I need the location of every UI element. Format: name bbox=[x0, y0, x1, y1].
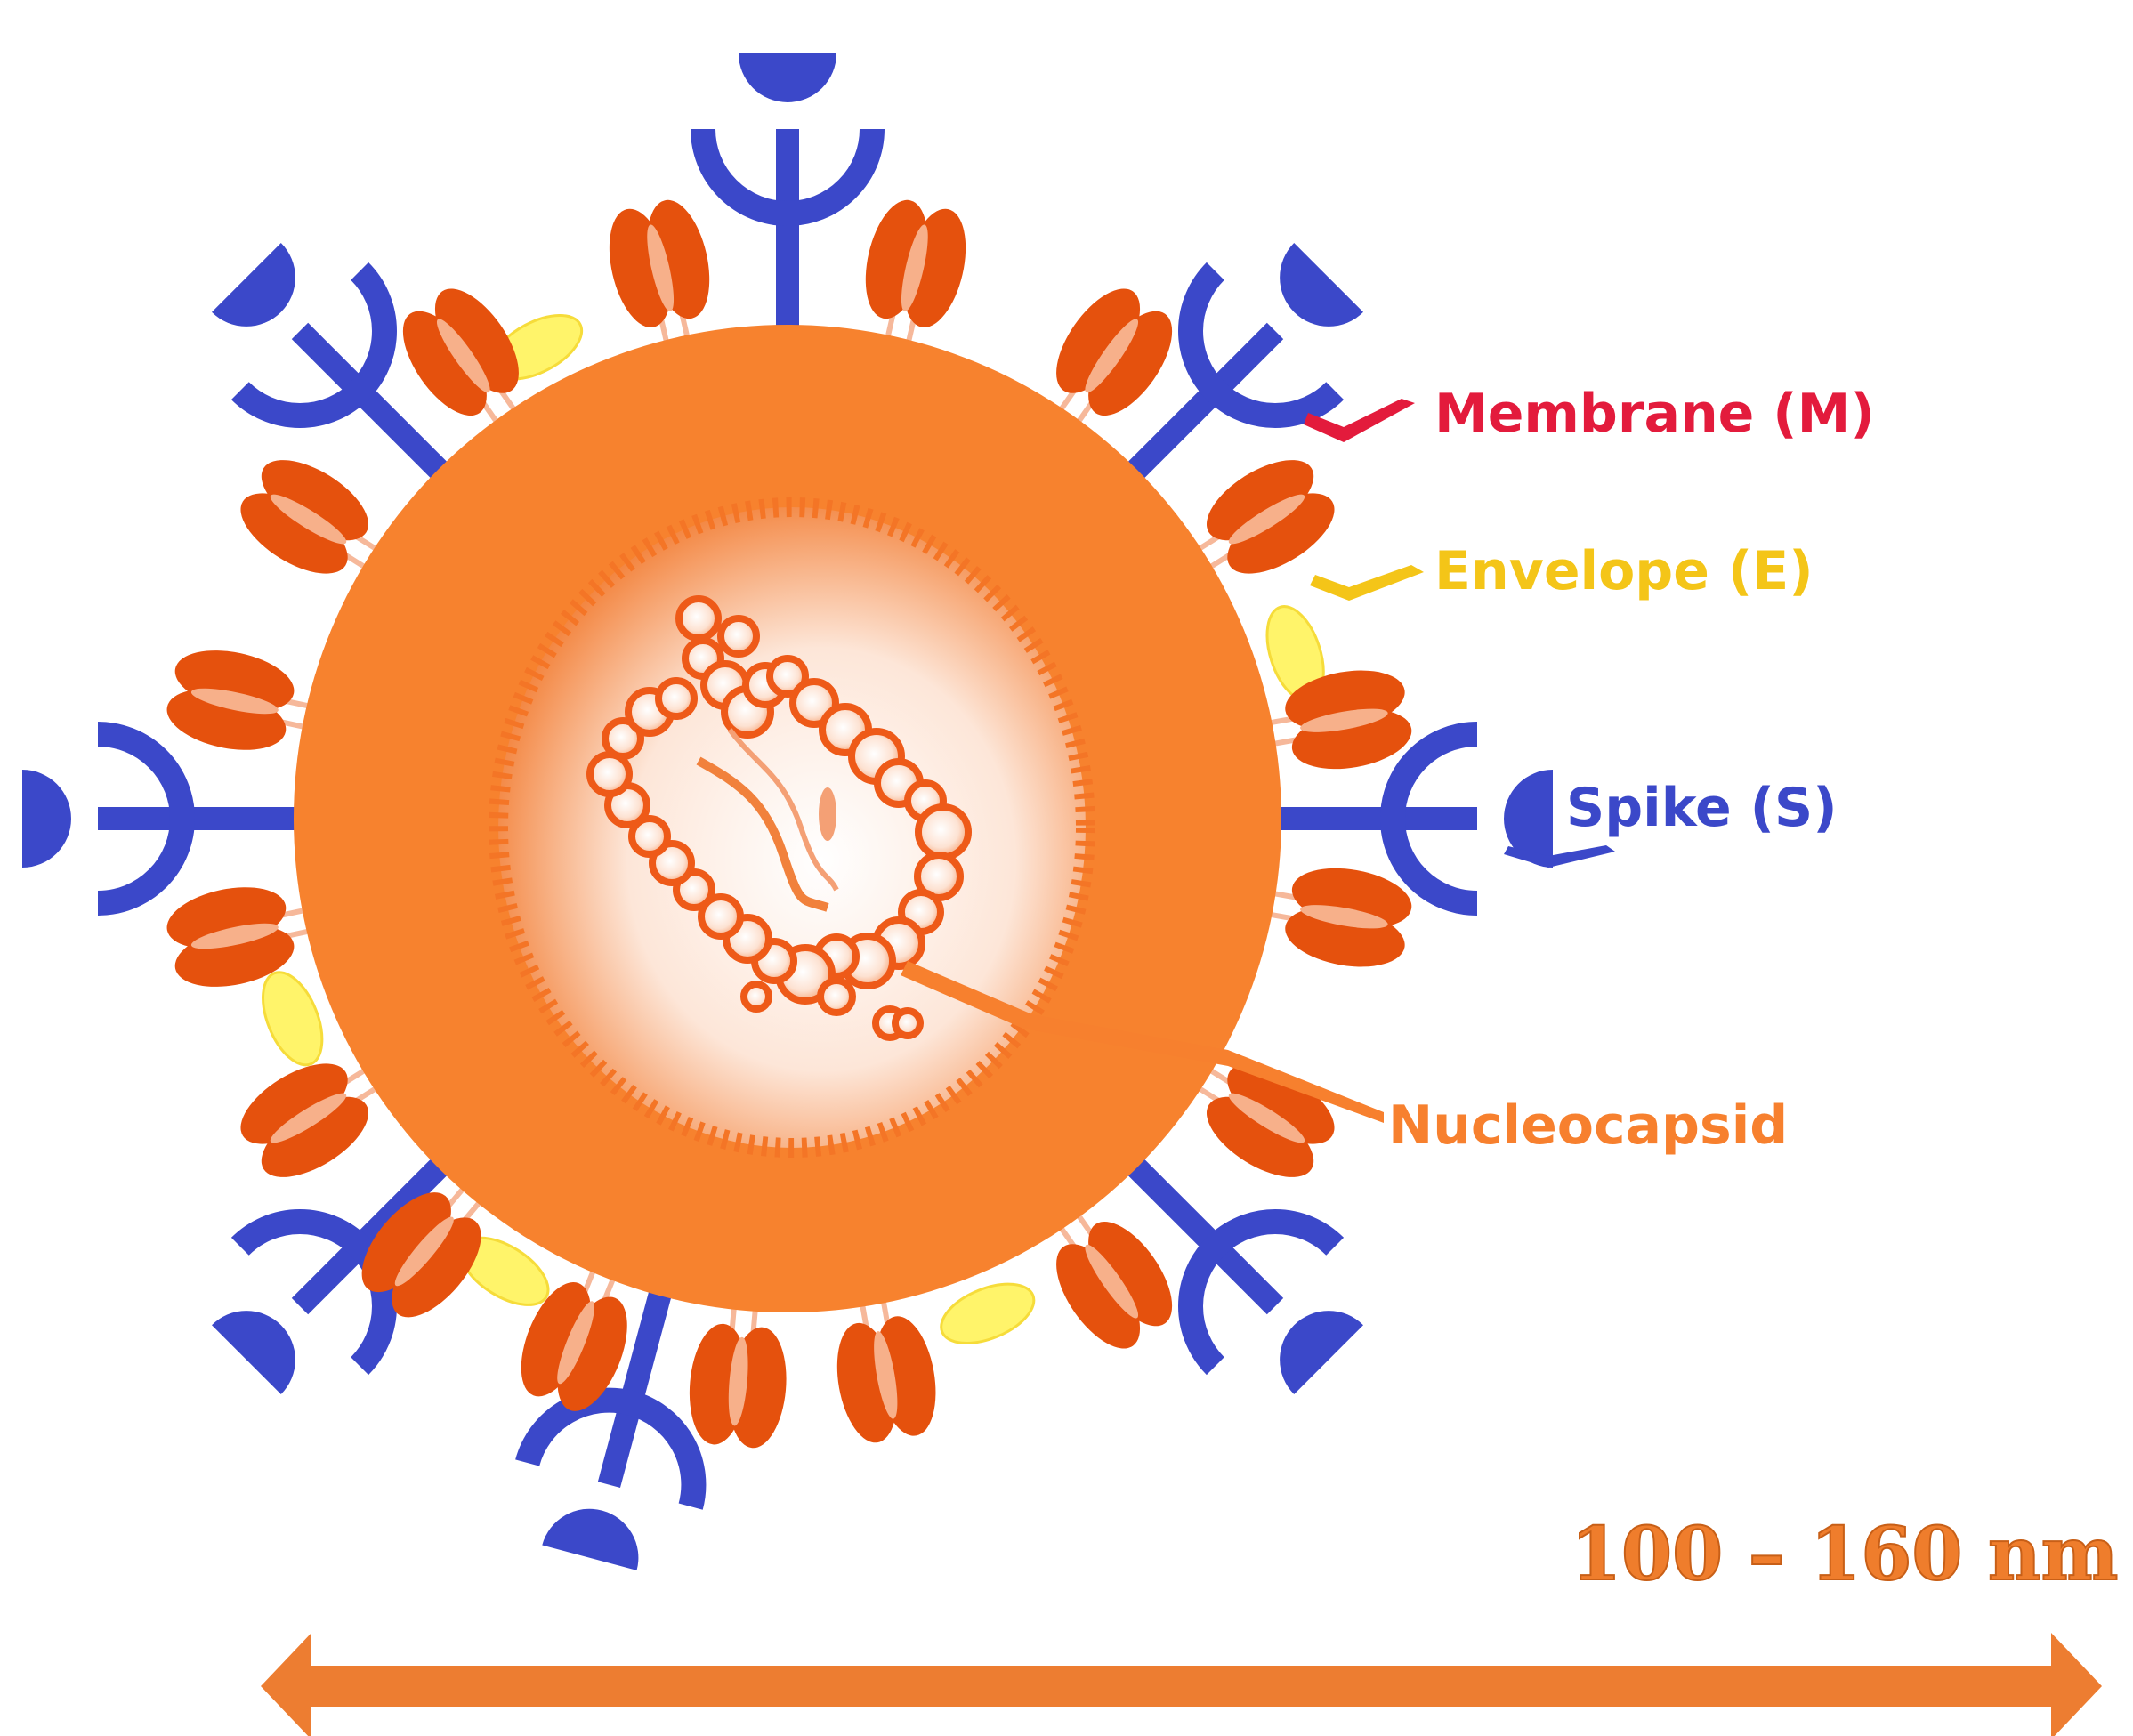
membrane-protein bbox=[361, 1184, 483, 1318]
spike-protein bbox=[22, 722, 329, 916]
rna-bead bbox=[817, 977, 856, 1016]
rna-strand-2 bbox=[727, 728, 839, 892]
rna-bead bbox=[655, 677, 698, 720]
rna-bead bbox=[717, 615, 760, 658]
envelope-protein bbox=[940, 1282, 1036, 1344]
membrane-protein bbox=[1267, 868, 1412, 967]
membrane-protein bbox=[1056, 1211, 1173, 1349]
rna-bead bbox=[740, 981, 772, 1013]
membrane-protein bbox=[836, 1298, 936, 1443]
rna-bead bbox=[586, 751, 633, 797]
membrane-label: Membrane (M) bbox=[1434, 383, 1875, 445]
membrane-proteins bbox=[166, 199, 1412, 1449]
envelope-pointer bbox=[1310, 565, 1424, 601]
membrane-protein bbox=[240, 1063, 380, 1177]
rna-strand bbox=[696, 756, 829, 912]
membrane-protein bbox=[1195, 1063, 1335, 1177]
nucleocapsid-label: Nucleocapsid bbox=[1388, 1094, 1788, 1157]
envelope-label: Envelope (E) bbox=[1434, 540, 1814, 602]
membrane-protein bbox=[166, 650, 312, 750]
spike-protein bbox=[1103, 1134, 1364, 1395]
membrane-protein bbox=[689, 1304, 787, 1449]
spike-protein bbox=[1103, 242, 1364, 504]
scale-arrow bbox=[261, 1633, 2102, 1736]
membrane-protein bbox=[521, 1267, 627, 1411]
spike-label: Spike (S) bbox=[1566, 777, 1838, 839]
spike-protein bbox=[211, 1134, 473, 1395]
spike-protein bbox=[515, 1258, 707, 1570]
inner-core bbox=[498, 507, 1086, 1148]
spike-protein bbox=[1246, 722, 1553, 916]
spike-pointer bbox=[1504, 845, 1615, 868]
spike-protein bbox=[211, 242, 473, 504]
membrane-protein bbox=[1267, 670, 1412, 770]
envelope-proteins bbox=[262, 313, 1325, 1344]
rna-bead bbox=[602, 717, 644, 760]
rna-bead bbox=[698, 893, 744, 940]
membrane-protein bbox=[1056, 288, 1173, 426]
rna-bead bbox=[892, 1007, 924, 1039]
rna-bead bbox=[766, 655, 809, 698]
envelope-protein bbox=[262, 971, 324, 1067]
nucleocapsid-rna-beads bbox=[586, 595, 972, 1041]
membrane-protein bbox=[402, 288, 519, 426]
nucleocapsid-pointer bbox=[901, 961, 1384, 1123]
membrane-protein bbox=[865, 199, 966, 345]
spike-proteins bbox=[22, 53, 1553, 1570]
core-rim bbox=[489, 497, 1095, 1158]
rna-bead bbox=[628, 815, 671, 858]
rna-bead bbox=[675, 595, 722, 642]
membrane-protein bbox=[240, 460, 380, 574]
scale-label: 100 – 160 nm bbox=[1571, 1512, 2118, 1597]
membrane-protein bbox=[166, 887, 312, 987]
rna-bead bbox=[915, 803, 972, 860]
rna-loop bbox=[819, 787, 836, 841]
spike-protein bbox=[691, 53, 885, 360]
membrane-protein bbox=[609, 199, 710, 345]
membrane-protein bbox=[1195, 460, 1335, 574]
membrane-pointer bbox=[1304, 399, 1415, 442]
